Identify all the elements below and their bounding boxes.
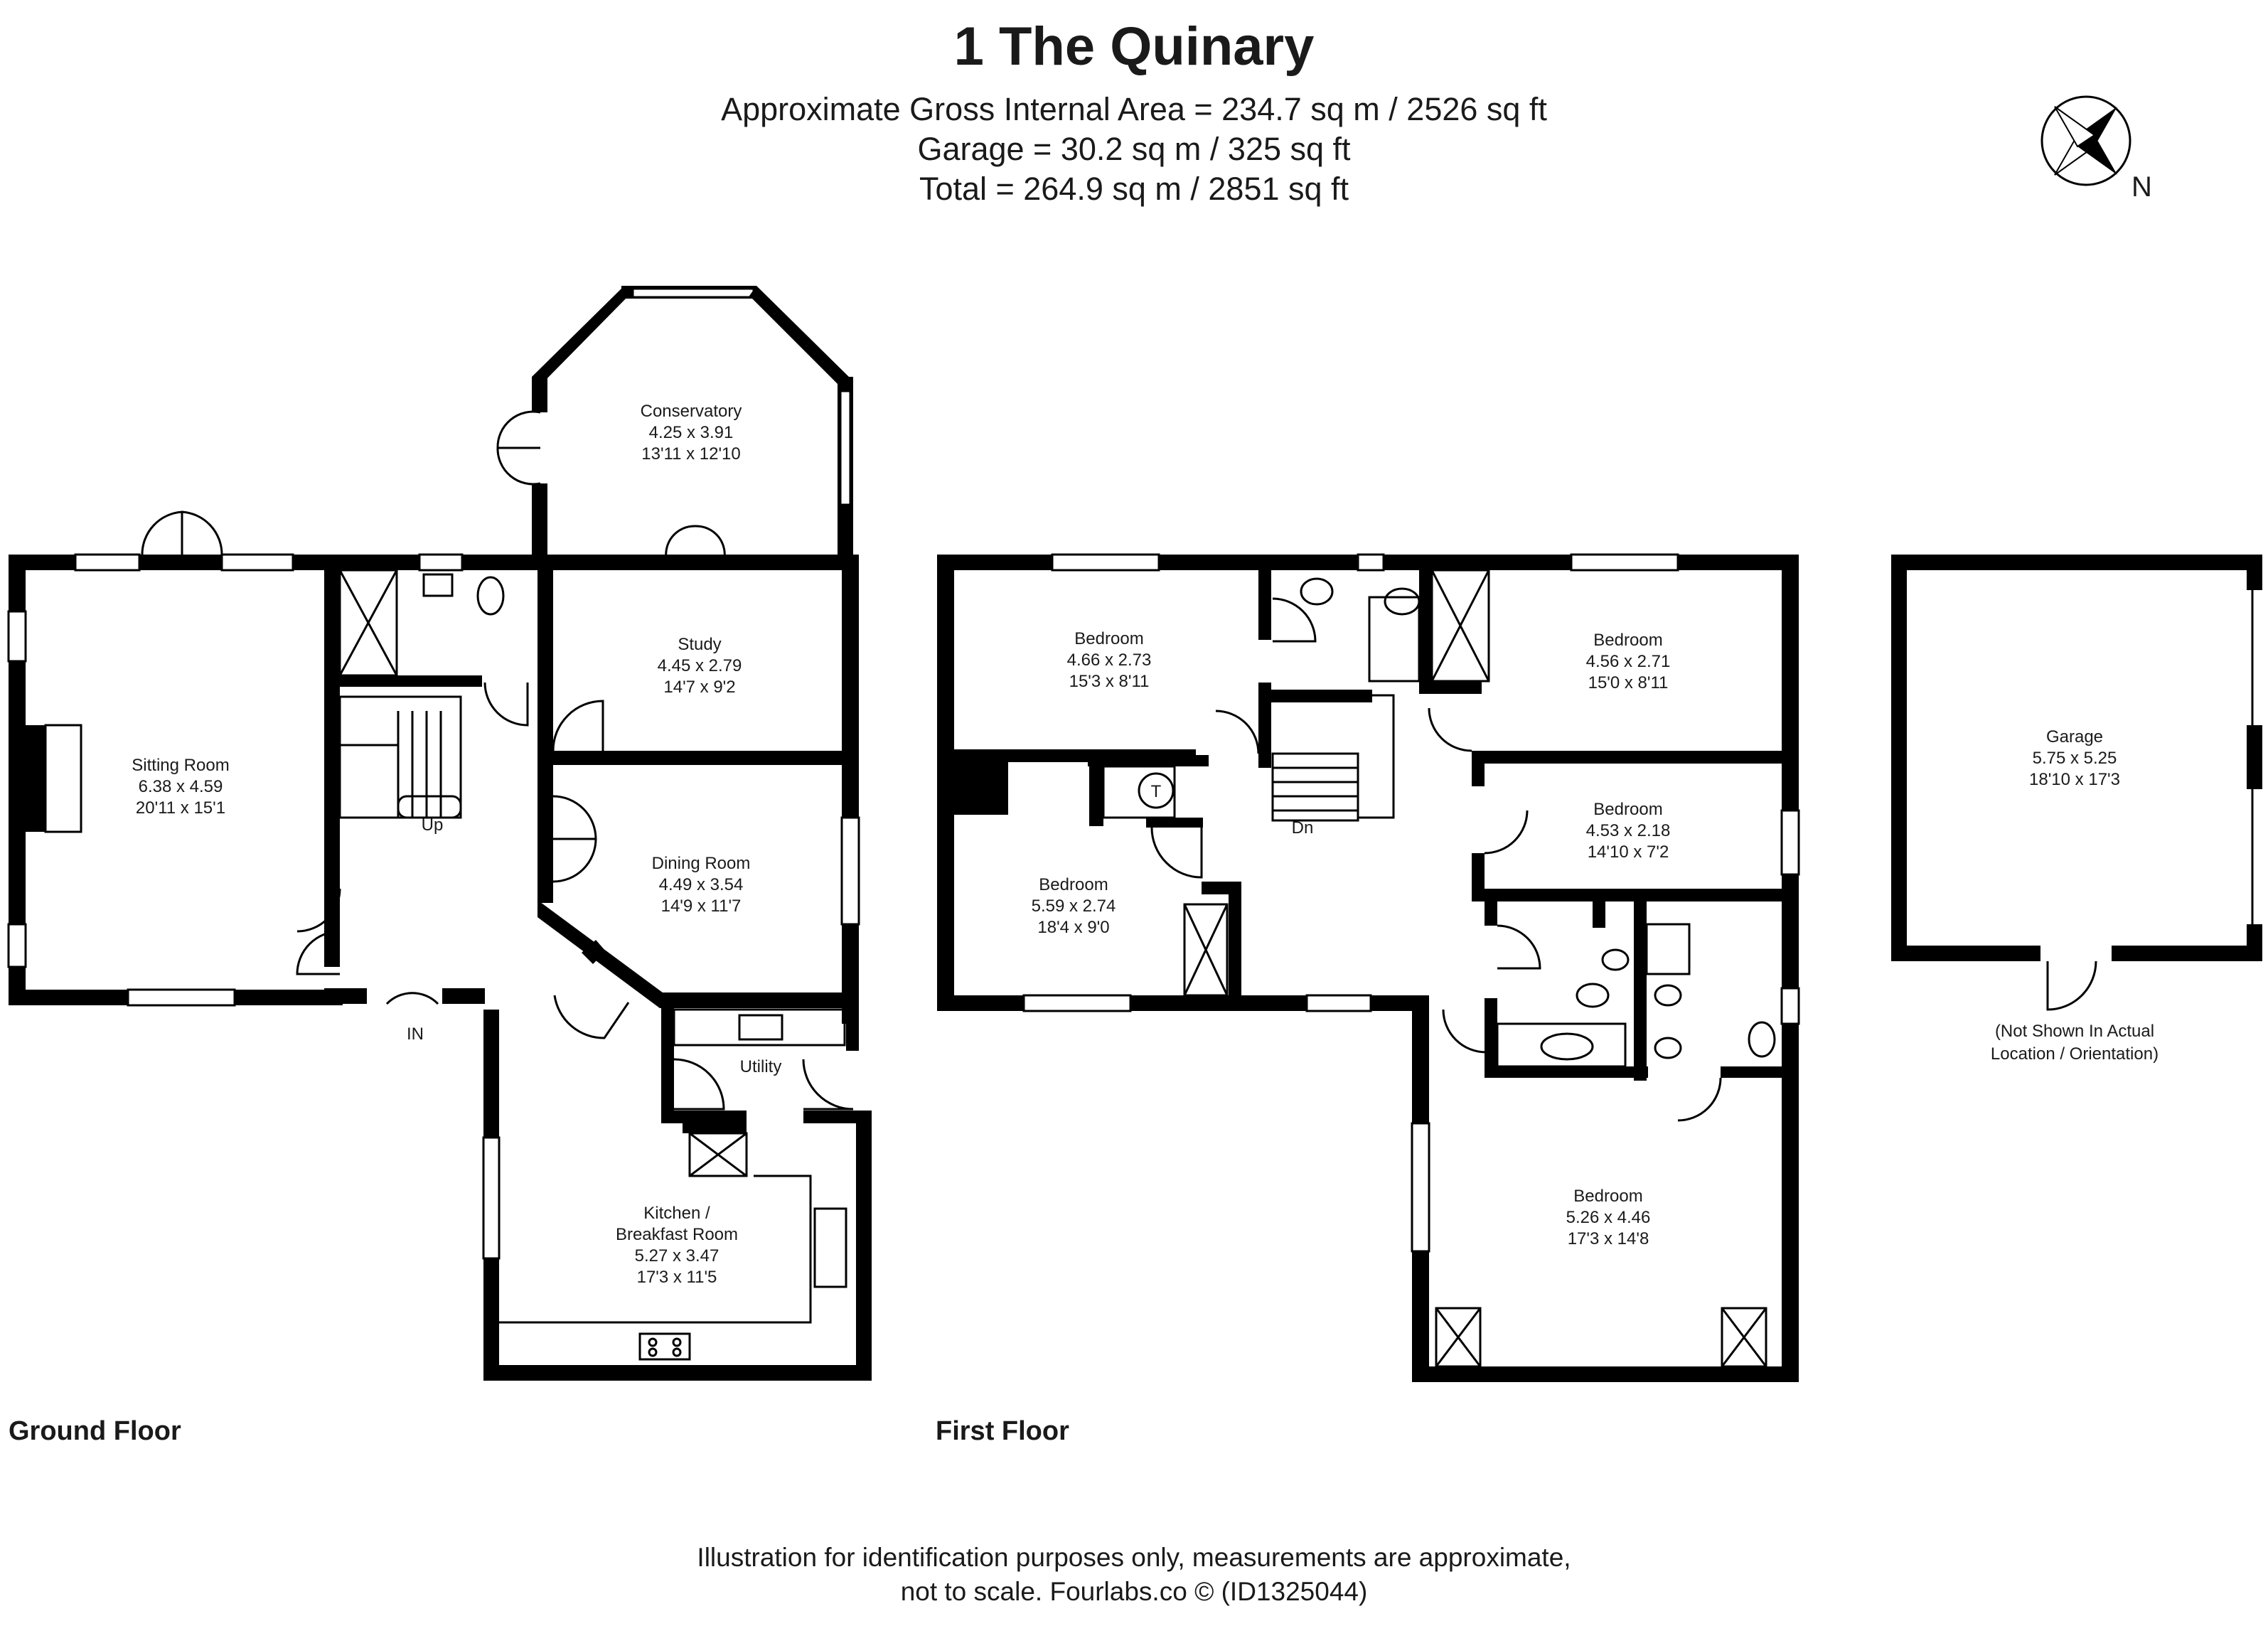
first-floor-plan: T Bedroom 4.66 x 2.73 15'3 x 8'11 Bedroo…: [937, 553, 1800, 1382]
kitchen-name-line2: Breakfast Room: [616, 1225, 738, 1244]
total-area: Total = 264.9 sq m / 2851 sq ft: [919, 171, 1349, 207]
gross-area: Approximate Gross Internal Area = 234.7 …: [721, 91, 1547, 127]
stairs-down-label: Dn: [1292, 818, 1314, 838]
bedroom1-metric: 4.66 x 2.73: [1067, 651, 1152, 670]
first-floor-staircase: [1271, 694, 1395, 822]
ground-floor-plan: Conservatory 4.25 x 3.91 13'11 x 12'10 S…: [7, 286, 872, 1381]
study-name: Study: [678, 635, 721, 654]
bedroom2-imperial: 15'0 x 8'11: [1588, 673, 1669, 692]
bedroom3-imperial: 14'10 x 7'2: [1588, 842, 1669, 862]
dining-room-imperial: 14'9 x 11'7: [661, 897, 742, 916]
first-floor-label: First Floor: [936, 1416, 1069, 1446]
sitting-room-imperial: 20'11 x 15'1: [136, 798, 225, 818]
page-title: 1 The Quinary: [953, 16, 1315, 77]
kitchen-name-line1: Kitchen /: [643, 1204, 710, 1223]
bedroom4-imperial: 18'4 x 9'0: [1037, 918, 1109, 937]
conservatory-walls: [496, 286, 853, 562]
conservatory-name: Conservatory: [641, 402, 742, 421]
compass-north-label: N: [2131, 171, 2152, 203]
disclaimer-line2: not to scale. Fourlabs.co © (ID1325044): [900, 1577, 1368, 1606]
utility-name: Utility: [740, 1057, 782, 1076]
disclaimer-line1: Illustration for identification purposes…: [697, 1543, 1571, 1572]
study-metric: 4.45 x 2.79: [658, 656, 742, 675]
garage-plan: Garage 5.75 x 5.25 18'10 x 17'3 (Not Sho…: [1891, 555, 2262, 1064]
sitting-room-name: Sitting Room: [132, 756, 229, 775]
entrance-label: IN: [407, 1024, 424, 1044]
kitchen-metric: 5.27 x 3.47: [635, 1246, 720, 1266]
stairs-up-label: Up: [422, 815, 444, 835]
garage-name: Garage: [2046, 727, 2103, 747]
compass-rose-icon: N: [2040, 95, 2152, 203]
bedroom1-imperial: 15'3 x 8'11: [1069, 672, 1150, 691]
bedroom5-imperial: 17'3 x 14'8: [1568, 1229, 1649, 1248]
garage-area: Garage = 30.2 sq m / 325 sq ft: [917, 131, 1351, 167]
bedroom2-name: Bedroom: [1593, 631, 1662, 650]
bedroom2-metric: 4.56 x 2.71: [1586, 652, 1671, 671]
sitting-room-metric: 6.38 x 4.59: [139, 777, 223, 796]
bedroom4-name: Bedroom: [1039, 875, 1108, 894]
garage-note-line2: Location / Orientation): [1991, 1044, 2159, 1064]
staircase: [338, 695, 462, 819]
tank-label: T: [1151, 782, 1162, 801]
conservatory-metric: 4.25 x 3.91: [649, 423, 734, 442]
garage-imperial: 18'10 x 17'3: [2029, 770, 2120, 789]
ground-floor-label: Ground Floor: [9, 1416, 181, 1446]
dining-room-name: Dining Room: [652, 854, 751, 873]
bedroom4-metric: 5.59 x 2.74: [1032, 897, 1116, 916]
kitchen-imperial: 17'3 x 11'5: [637, 1268, 717, 1287]
garage-note-line1: (Not Shown In Actual: [1995, 1022, 2154, 1041]
bedroom5-metric: 5.26 x 4.46: [1566, 1208, 1651, 1227]
bedroom3-name: Bedroom: [1593, 800, 1662, 819]
garage-metric: 5.75 x 5.25: [2033, 749, 2117, 768]
bedroom5-name: Bedroom: [1573, 1187, 1642, 1206]
study-imperial: 14'7 x 9'2: [663, 678, 735, 697]
dining-room-metric: 4.49 x 3.54: [659, 875, 744, 894]
bedroom1-name: Bedroom: [1074, 629, 1143, 648]
conservatory-imperial: 13'11 x 12'10: [641, 444, 741, 464]
bedroom3-metric: 4.53 x 2.18: [1586, 821, 1671, 840]
